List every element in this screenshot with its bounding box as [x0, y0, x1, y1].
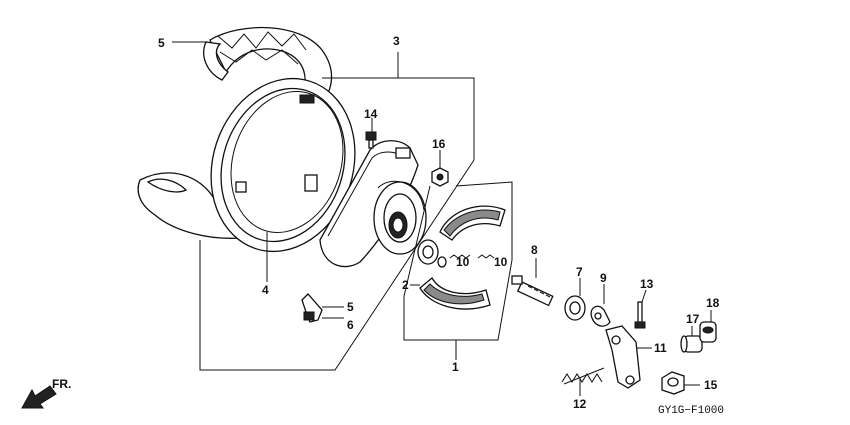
nut-15	[661, 371, 685, 395]
bolt-14	[365, 131, 377, 149]
callout-10-left: 10	[456, 255, 470, 269]
callout-10-right: 10	[494, 255, 508, 269]
springs-10	[449, 254, 495, 259]
brake-shoe-upper	[439, 205, 506, 241]
seal-7	[564, 295, 586, 321]
callout-7: 7	[576, 265, 583, 279]
callout-2: 2	[402, 278, 409, 292]
indicator-9	[590, 305, 611, 327]
callout-18: 18	[706, 296, 720, 310]
washer-2	[417, 239, 447, 268]
callout-8: 8	[531, 243, 538, 257]
front-direction-arrow-icon	[21, 385, 57, 409]
brake-shoe-lower	[419, 277, 491, 310]
brake-arm-11	[605, 325, 641, 389]
callout-13: 13	[640, 277, 654, 291]
wheel-rim	[210, 77, 356, 253]
brake-cam-8	[511, 275, 554, 307]
callout-6: 6	[347, 318, 354, 332]
bolt-13	[634, 301, 646, 329]
callout-11: 11	[654, 341, 667, 355]
callout-4: 4	[262, 283, 269, 297]
callout-17: 17	[686, 312, 700, 326]
callout-16: 16	[432, 137, 446, 151]
spring-12	[561, 367, 605, 385]
callout-15: 15	[704, 378, 718, 392]
drawing-code: GY1G−F1000	[658, 405, 724, 417]
callout-14: 14	[364, 107, 378, 121]
nut-16	[431, 167, 449, 187]
callout-5-tire: 5	[158, 36, 165, 50]
air-valve	[301, 293, 323, 323]
hub-brake-panel	[319, 140, 427, 268]
joint-17	[680, 335, 703, 353]
pin-18	[699, 321, 717, 343]
leader-lines	[172, 41, 712, 396]
callout-5-valve: 5	[347, 300, 354, 314]
callout-1: 1	[452, 360, 459, 374]
direction-label: FR.	[52, 377, 71, 391]
callout-9: 9	[600, 271, 607, 285]
callout-3: 3	[393, 34, 400, 48]
callout-12: 12	[573, 397, 587, 411]
